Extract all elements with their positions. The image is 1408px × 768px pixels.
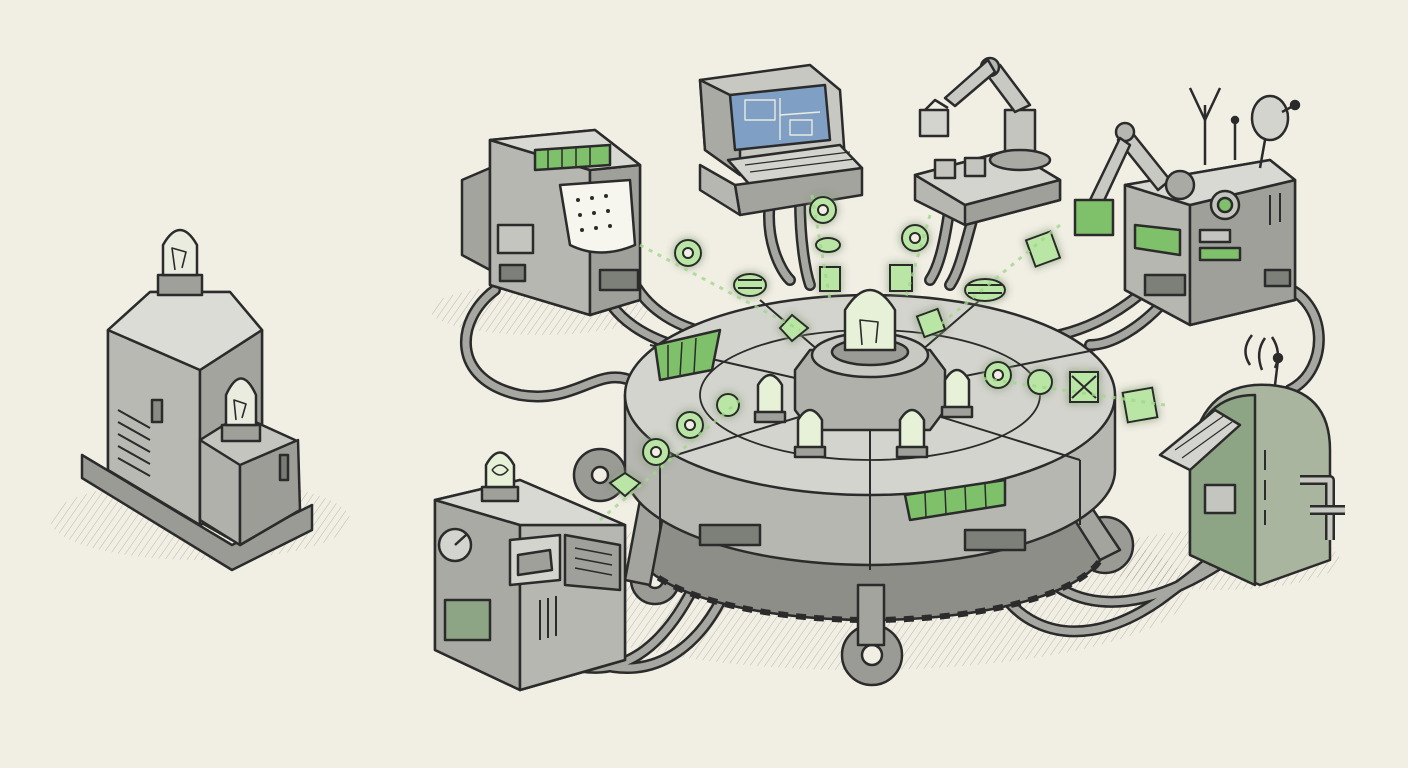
envelope-icon	[1069, 371, 1099, 403]
spring-icon	[964, 278, 1006, 302]
spring-icon	[815, 237, 841, 253]
robot-arm-icon	[913, 56, 1062, 227]
gear-icon	[674, 239, 702, 267]
chip-icon	[915, 307, 947, 339]
document-icon	[608, 471, 642, 498]
signal-trails	[599, 194, 1166, 522]
spring-icon	[733, 273, 767, 297]
chip-icon	[716, 393, 740, 417]
gear-icon	[642, 438, 670, 466]
gear-icon	[809, 196, 837, 224]
data-packets	[608, 196, 1159, 498]
chip-icon	[1027, 369, 1053, 395]
rotary-hub-icon	[572, 288, 1135, 687]
wireless-transmitter-icon	[1158, 334, 1345, 587]
computer-terminal-icon	[698, 63, 864, 217]
document-icon	[1121, 386, 1159, 424]
printer-icon	[460, 128, 642, 317]
dial-generator-icon	[433, 451, 627, 692]
document-icon	[819, 266, 841, 292]
radio-console-icon	[1073, 87, 1301, 327]
envelope-icon	[778, 313, 810, 343]
document-icon	[889, 264, 913, 292]
gear-icon	[984, 361, 1012, 389]
gear-icon	[676, 411, 704, 439]
document-icon	[1024, 230, 1062, 268]
standalone-bulb-tower-icon	[80, 228, 314, 572]
